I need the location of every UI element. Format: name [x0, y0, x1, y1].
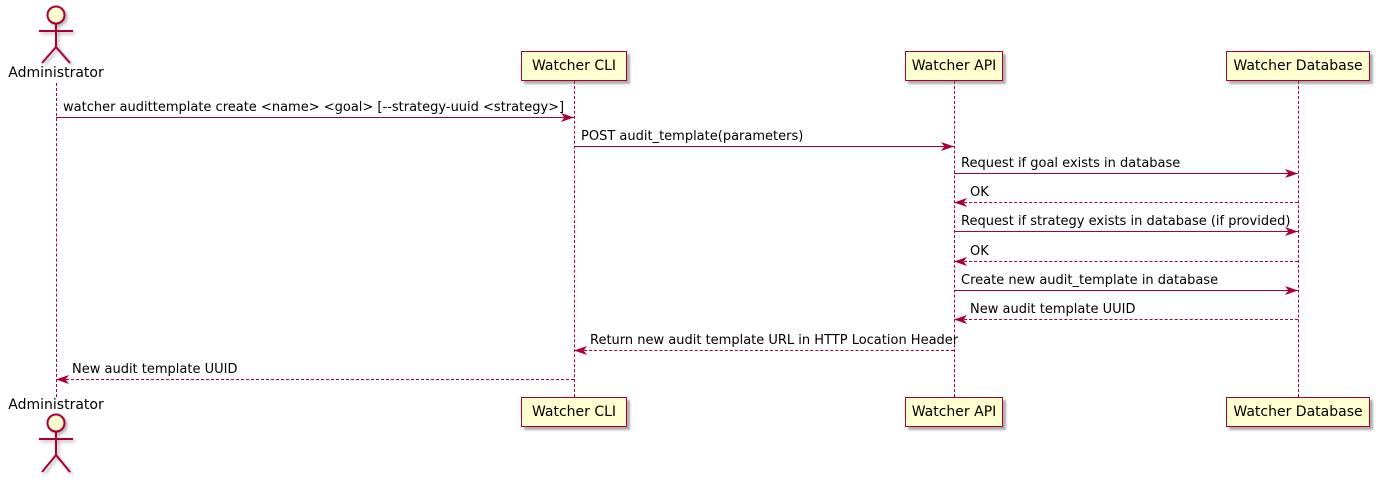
message-0-line	[56, 117, 574, 118]
participant-box-watcher-api: Watcher API	[905, 51, 1003, 81]
message-9-line	[56, 379, 574, 380]
message-8-label: Return new audit template URL in HTTP Lo…	[590, 333, 959, 348]
message-3-label: OK	[970, 185, 989, 200]
message-8-line	[574, 350, 954, 351]
message-4-arrowhead-icon	[1285, 227, 1298, 236]
lifeline-watcher-database	[1298, 81, 1299, 397]
administrator-actor-icon	[39, 5, 73, 64]
message-1-arrowhead-icon	[941, 142, 954, 151]
message-2-label: Request if goal exists in database	[961, 156, 1181, 171]
message-2-arrowhead-icon	[1285, 169, 1298, 178]
message-6-label: Create new audit_template in database	[961, 273, 1219, 288]
message-1-line	[574, 146, 954, 147]
message-5-line	[954, 261, 1298, 262]
participant-box-watcher-cli: Watcher CLI	[521, 51, 627, 81]
message-0-arrowhead-icon	[561, 113, 574, 122]
message-8-arrowhead-icon	[574, 346, 587, 355]
message-4-label: Request if strategy exists in database (…	[961, 214, 1291, 229]
message-6-arrowhead-icon	[1285, 286, 1298, 295]
participant-box-watcher-api: Watcher API	[905, 397, 1003, 427]
lifeline-watcher-api	[954, 81, 955, 397]
message-6-line	[954, 290, 1298, 291]
message-3-arrowhead-icon	[954, 198, 967, 207]
participant-box-watcher-database: Watcher Database	[1226, 51, 1370, 81]
message-5-arrowhead-icon	[954, 257, 967, 266]
message-9-label: New audit template UUID	[72, 362, 238, 377]
participant-box-watcher-database: Watcher Database	[1226, 397, 1370, 427]
lifeline-watcher-cli	[574, 81, 575, 397]
message-9-arrowhead-icon	[56, 375, 69, 384]
message-7-line	[954, 319, 1298, 320]
administrator-actor-icon	[39, 413, 73, 473]
lifeline-administrator	[56, 83, 57, 397]
message-5-label: OK	[970, 244, 989, 259]
participant-box-watcher-cli: Watcher CLI	[521, 397, 627, 427]
message-3-line	[954, 202, 1298, 203]
message-2-line	[954, 173, 1298, 174]
actor-label: Administrator	[8, 397, 104, 413]
message-7-arrowhead-icon	[954, 315, 967, 324]
message-7-label: New audit template UUID	[970, 302, 1136, 317]
actor-label: Administrator	[8, 65, 104, 81]
message-4-line	[954, 231, 1298, 232]
message-0-label: watcher audittemplate create <name> <goa…	[63, 100, 565, 115]
message-1-label: POST audit_template(parameters)	[581, 129, 804, 144]
